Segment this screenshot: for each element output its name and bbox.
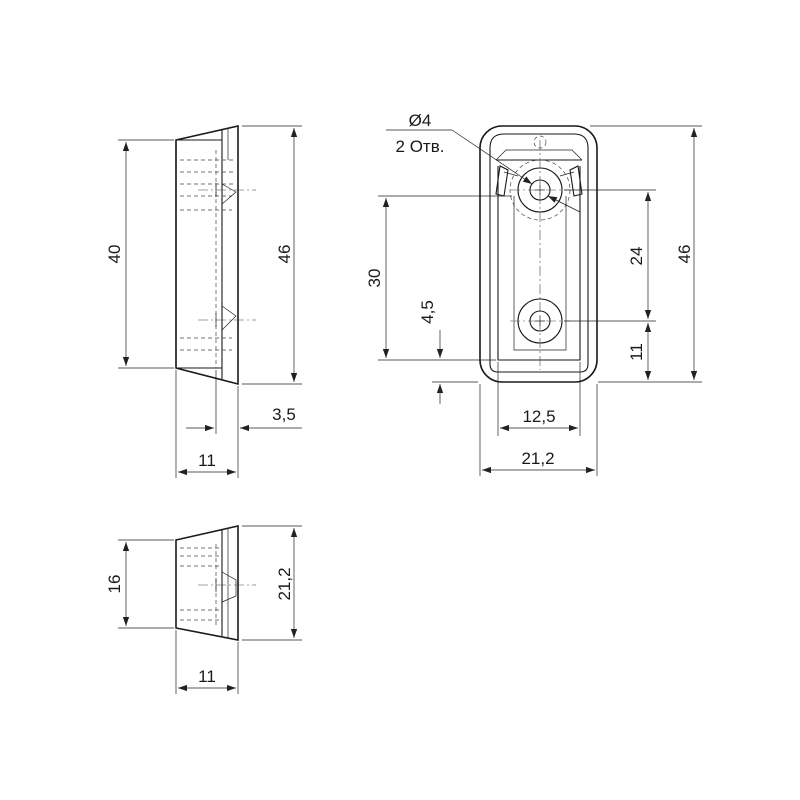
dim-front-24: 24 xyxy=(627,247,646,266)
dim-front-21-2: 21,2 xyxy=(521,449,554,468)
dim-front-12-5: 12,5 xyxy=(522,407,555,426)
dim-bottom-16: 16 xyxy=(105,575,124,594)
dim-side-46: 46 xyxy=(275,245,294,264)
hole-diameter-label: Ø4 xyxy=(409,111,432,130)
dim-bottom-11: 11 xyxy=(198,667,216,686)
dim-bottom-21-2: 21,2 xyxy=(275,567,294,600)
dim-front-30: 30 xyxy=(365,269,384,288)
dim-front-4-5: 4,5 xyxy=(418,300,437,324)
dim-front-11: 11 xyxy=(627,343,646,361)
bottom-view: 16 21,2 11 xyxy=(105,524,302,694)
dim-front-46: 46 xyxy=(675,245,694,264)
front-view: Ø4 2 Отв. 30 4,5 24 11 46 12,5 xyxy=(365,111,702,476)
hole-count-label: 2 Отв. xyxy=(396,137,445,156)
dim-side-3-5: 3,5 xyxy=(272,405,296,424)
side-view: 40 46 3,5 11 xyxy=(105,124,302,478)
dim-side-11: 11 xyxy=(198,451,216,470)
dim-side-40: 40 xyxy=(105,245,124,264)
